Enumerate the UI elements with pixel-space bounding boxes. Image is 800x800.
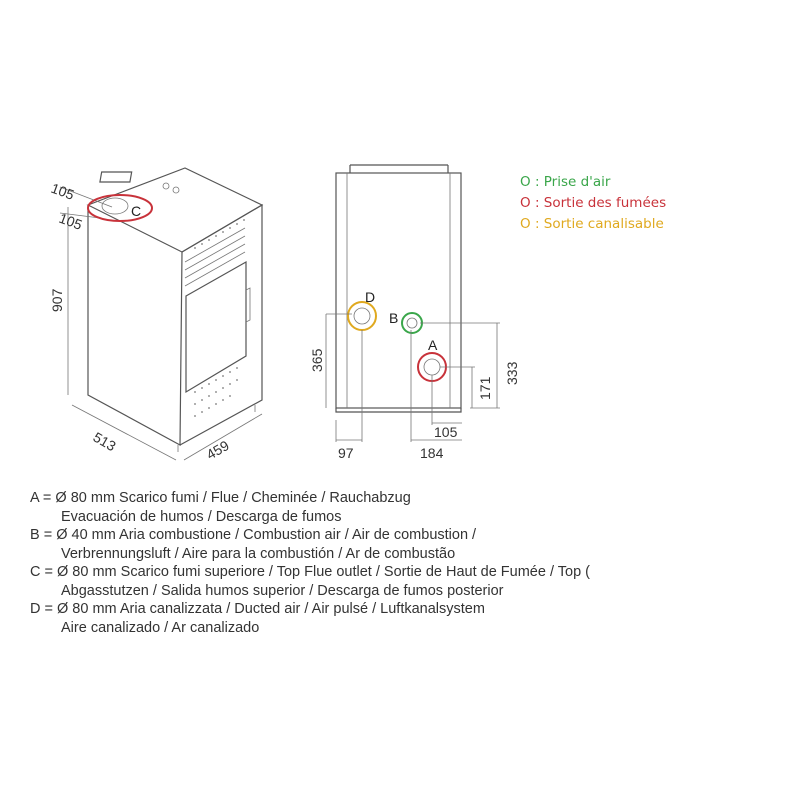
legend-text: Sortie des fumées (543, 195, 667, 211)
legend-marker: O (520, 174, 531, 190)
legend-item-air-intake: O : Prise d'air (520, 174, 611, 190)
dim-top-offset-1: 105 (49, 180, 77, 203)
dim-top-offset-2: 105 (57, 210, 85, 233)
dim-depth: 513 (91, 429, 119, 455)
dim-d-offset: 97 (338, 445, 354, 461)
dim-b-offset: 184 (420, 445, 444, 461)
stove-perspective-view (59, 167, 264, 461)
note-line: C = Ø 80 mm Scarico fumi superiore / Top… (30, 564, 590, 580)
note-line: D = Ø 80 mm Aria canalizzata / Ducted ai… (30, 601, 485, 617)
outlet-d-highlight (347, 301, 377, 331)
legend-text: Prise d'air (543, 174, 611, 190)
legend-marker: O (520, 216, 531, 232)
stove-rear-view (325, 164, 500, 442)
dim-a-height: 171 (477, 376, 493, 400)
note-line: Abgasstutzen / Salida humos superior / D… (61, 582, 504, 599)
dim-height: 907 (49, 288, 65, 312)
note-line: A = Ø 80 mm Scarico fumi / Flue / Chemin… (30, 490, 411, 506)
stove-door (185, 260, 247, 394)
note-line: Aire canalizado / Ar canalizado (61, 619, 260, 636)
dim-b-height: 333 (504, 361, 520, 385)
color-legend: O : Prise d'air O : Sortie des fumées O … (520, 172, 666, 235)
note-line: Evacuación de humos / Descarga de fumos (61, 508, 342, 525)
dim-a-offset: 105 (434, 424, 458, 440)
dim-width: 459 (204, 437, 232, 463)
outlet-c-highlight (87, 194, 153, 222)
outlet-c-label: C (131, 203, 141, 219)
top-grille (184, 227, 246, 287)
outlet-b-label: B (389, 310, 398, 326)
outlet-a-label: A (428, 337, 438, 353)
dim-d-height: 365 (309, 348, 325, 372)
perforated-pattern (194, 219, 245, 417)
control-panel-display (99, 171, 133, 183)
outlet-b-highlight (401, 312, 423, 334)
legend-text: Sortie canalisable (543, 216, 664, 232)
outlet-d-label: D (365, 289, 375, 305)
note-line: Verbrennungsluft / Aire para la combusti… (61, 545, 456, 562)
note-line: B = Ø 40 mm Aria combustione / Combustio… (30, 527, 477, 543)
legend-item-flue-outlet: O : Sortie des fumées (520, 195, 667, 211)
outlet-notes: A = Ø 80 mm Scarico fumi / Flue / Chemin… (30, 489, 790, 637)
legend-item-ducted-outlet: O : Sortie canalisable (520, 216, 664, 232)
legend-marker: O (520, 195, 531, 211)
